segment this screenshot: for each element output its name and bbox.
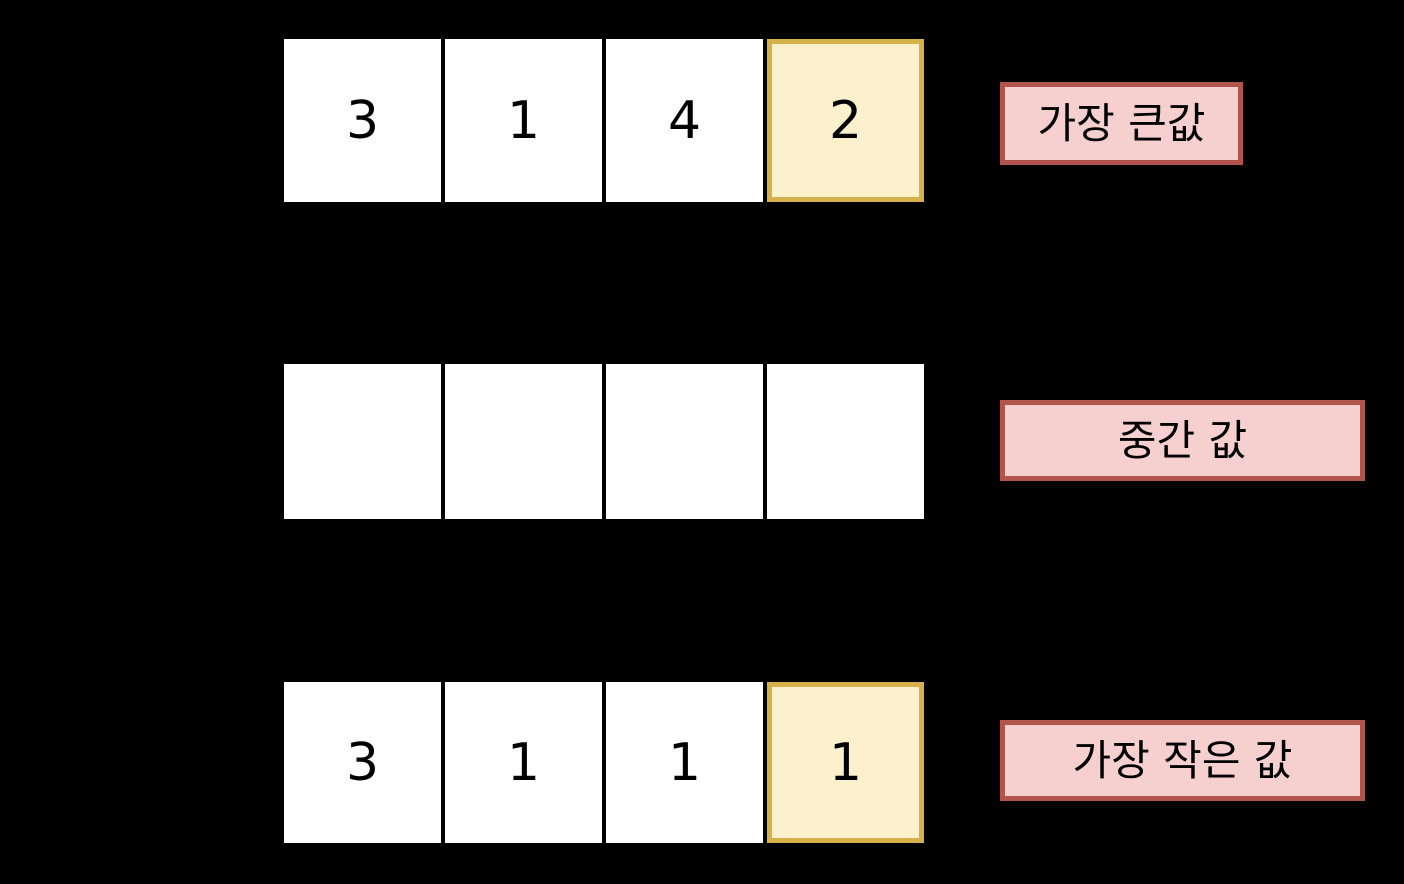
annotation-label-text: 중간 값 — [1117, 415, 1248, 465]
array-cell[interactable]: 1 — [606, 682, 763, 843]
annotation-label-text: 가장 큰값 — [1037, 98, 1206, 148]
annotation-label-largest: 가장 큰값 — [1000, 82, 1243, 165]
annotation-label-middle: 중간 값 — [1000, 400, 1365, 481]
annotation-label-smallest: 가장 작은 값 — [1000, 720, 1365, 801]
array-cell[interactable]: 1 — [445, 682, 602, 843]
array-cell[interactable] — [445, 364, 602, 519]
annotation-label-text: 가장 작은 값 — [1072, 735, 1293, 785]
array-cell[interactable]: 3 — [284, 39, 441, 202]
array-cell[interactable]: 4 — [606, 39, 763, 202]
array-cell-highlighted[interactable]: 2 — [767, 39, 924, 202]
array-cell[interactable]: 3 — [284, 682, 441, 843]
array-cell[interactable] — [606, 364, 763, 519]
array-row-bottom: 3 1 1 1 — [284, 682, 924, 843]
array-cell-highlighted[interactable]: 1 — [767, 682, 924, 843]
array-cell[interactable]: 1 — [445, 39, 602, 202]
array-row-top: 3 1 4 2 — [284, 39, 924, 202]
array-cell[interactable] — [767, 364, 924, 519]
array-cell[interactable] — [284, 364, 441, 519]
array-row-middle — [284, 364, 924, 519]
